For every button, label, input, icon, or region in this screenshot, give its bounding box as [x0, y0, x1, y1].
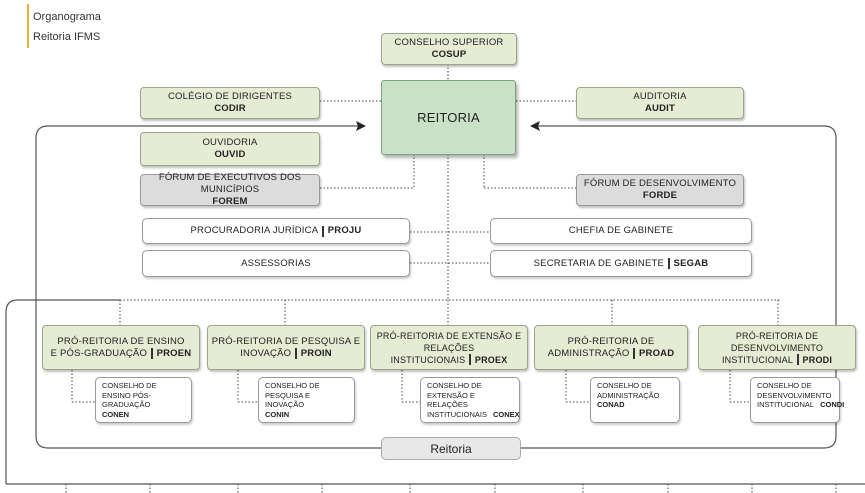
separator — [797, 354, 799, 365]
separator — [151, 348, 153, 359]
proreitoria-proad-box[interactable]: PRÓ-REITORIA DE ADMINISTRAÇÃO PROAD — [534, 325, 688, 370]
prodi-acronym: PRODI — [802, 354, 833, 365]
conad-acronym: CONAD — [597, 400, 625, 409]
conad-line2: ADMINISTRAÇÃO — [597, 390, 660, 400]
council-conex-box[interactable]: CONSELHO DE EXTENSÃO E RELAÇÕES INSTITUC… — [420, 377, 520, 423]
proreitoria-proen-box[interactable]: PRÓ-REITORIA DE ENSINO E PÓS-GRADUAÇÃO PR… — [42, 325, 200, 370]
proad-acronym: PROAD — [638, 347, 675, 359]
reitoria-label: REITORIA — [417, 109, 480, 125]
audit-acronym: AUDIT — [644, 103, 676, 114]
proex-line1: PRÓ-REITORIA DE EXTENSÃO E RELAÇÕES — [376, 330, 522, 353]
proad-line1: PRÓ-REITORIA DE — [567, 335, 655, 347]
ouvid-acronym: OUVID — [214, 149, 246, 160]
conen-acronym: CONEN — [102, 409, 130, 419]
proad-line2: ADMINISTRAÇÃO — [547, 347, 630, 359]
footer-label-text: Reitoria — [430, 441, 472, 456]
ouvid-name: OUVIDORIA — [202, 137, 258, 148]
separator — [295, 348, 297, 359]
council-conin-box[interactable]: CONSELHO DE PESQUISA E INOVAÇÃO CONIN — [258, 377, 355, 423]
codir-box[interactable]: COLÉGIO DE DIRIGENTES CODIR — [140, 87, 320, 119]
reitoria-footer-label: Reitoria — [381, 437, 521, 460]
prodi-line1: PRÓ-REITORIA DE DESENVOLVIMENTO — [730, 330, 824, 353]
header-accent-bar — [27, 4, 29, 48]
prodi-line2: INSTITUCIONAL — [721, 354, 794, 365]
separator — [469, 354, 471, 365]
proju-acronym: PROJU — [327, 225, 362, 236]
codir-name: COLÉGIO DE DIRIGENTES — [167, 91, 293, 102]
council-conen-box[interactable]: CONSELHO DE ENSINO PÓS-GRADUAÇÃO CONEN — [95, 377, 192, 423]
assessorias-name: ASSESSORIAS — [241, 257, 311, 269]
segab-acronym: SEGAB — [673, 257, 709, 269]
cosup-name: CONSELHO SUPERIOR — [394, 37, 504, 48]
conad-line1: CONSELHO DE — [597, 381, 652, 390]
forem-name: FÓRUM DE EXECUTIVOS DOS MUNICÍPIOS — [158, 172, 302, 195]
proreitoria-prodi-box[interactable]: PRÓ-REITORIA DE DESENVOLVIMENTO INSTITUC… — [698, 325, 856, 370]
audit-box[interactable]: AUDITORIA AUDIT — [576, 87, 744, 119]
chefia-box[interactable]: CHEFIA DE GABINETE — [490, 218, 752, 244]
forde-name: FÓRUM DE DESENVOLVIMENTO — [583, 178, 737, 189]
header-title: Organograma — [33, 11, 101, 23]
cosup-box[interactable]: CONSELHO SUPERIOR COSUP — [381, 33, 517, 65]
assessorias-box[interactable]: ASSESSORIAS — [142, 250, 410, 277]
proin-line1: PRÓ-REITORIA DE PESQUISA E — [211, 335, 361, 347]
segab-box[interactable]: SECRETARIA DE GABINETE SEGAB — [490, 250, 752, 277]
conex-line3: INSTITUCIONAIS — [427, 409, 488, 419]
chefia-name: CHEFIA DE GABINETE — [568, 225, 674, 236]
proju-box[interactable]: PROCURADORIA JURÍDICA PROJU — [142, 218, 410, 244]
conex-line1: CONSELHO DE — [427, 381, 482, 390]
forde-box[interactable]: FÓRUM DE DESENVOLVIMENTO FORDE — [576, 174, 744, 206]
council-conad-box[interactable]: CONSELHO DE ADMINISTRAÇÃO CONAD — [590, 377, 680, 423]
separator — [322, 225, 324, 237]
condi-line3: INSTITUCIONAL — [757, 400, 815, 409]
condi-line1: CONSELHO DE — [757, 381, 812, 390]
proju-name: PROCURADORIA JURÍDICA — [190, 225, 319, 236]
proin-line2: INOVAÇÃO — [240, 347, 292, 359]
separator — [633, 348, 635, 359]
proex-acronym: PROEX — [474, 354, 508, 365]
forem-box[interactable]: FÓRUM DE EXECUTIVOS DOS MUNICÍPIOS FOREM — [140, 172, 320, 207]
condi-acronym: CONDI — [820, 400, 845, 409]
reitoria-box[interactable]: REITORIA — [381, 80, 516, 155]
proen-line1: PRÓ-REITORIA DE ENSINO — [57, 335, 185, 347]
condi-line2: DESENVOLVIMENTO — [757, 390, 832, 400]
proreitoria-proin-box[interactable]: PRÓ-REITORIA DE PESQUISA E INOVAÇÃO PROIN — [207, 325, 365, 370]
forem-acronym: FOREM — [212, 196, 248, 207]
forde-acronym: FORDE — [642, 190, 678, 201]
proin-acronym: PROIN — [300, 347, 332, 359]
conin-acronym: CONIN — [265, 409, 290, 419]
proex-line2: INSTITUCIONAIS — [390, 354, 466, 365]
audit-name: AUDITORIA — [633, 91, 687, 102]
cosup-acronym: COSUP — [431, 49, 467, 60]
conex-acronym: CONEX — [493, 409, 520, 419]
separator — [668, 258, 670, 269]
header-subtitle: Reitoria IFMS — [33, 31, 101, 43]
proen-acronym: PROEN — [156, 347, 192, 359]
conen-line1: CONSELHO DE — [102, 381, 157, 390]
segab-name: SECRETARIA DE GABINETE — [533, 257, 665, 269]
conin-line1: CONSELHO DE — [265, 381, 320, 390]
ouvid-box[interactable]: OUVIDORIA OUVID — [140, 132, 320, 166]
proen-line2: E PÓS-GRADUAÇÃO — [50, 347, 148, 359]
codir-acronym: CODIR — [214, 103, 246, 114]
conin-line2: PESQUISA E INOVAÇÃO — [265, 390, 311, 410]
conen-line2: ENSINO PÓS-GRADUAÇÃO — [102, 390, 152, 410]
proreitoria-proex-box[interactable]: PRÓ-REITORIA DE EXTENSÃO E RELAÇÕES INST… — [370, 325, 528, 370]
council-condi-box[interactable]: CONSELHO DE DESENVOLVIMENTO INSTITUCIONA… — [750, 377, 844, 423]
conex-line2: EXTENSÃO E RELAÇÕES — [427, 390, 475, 410]
